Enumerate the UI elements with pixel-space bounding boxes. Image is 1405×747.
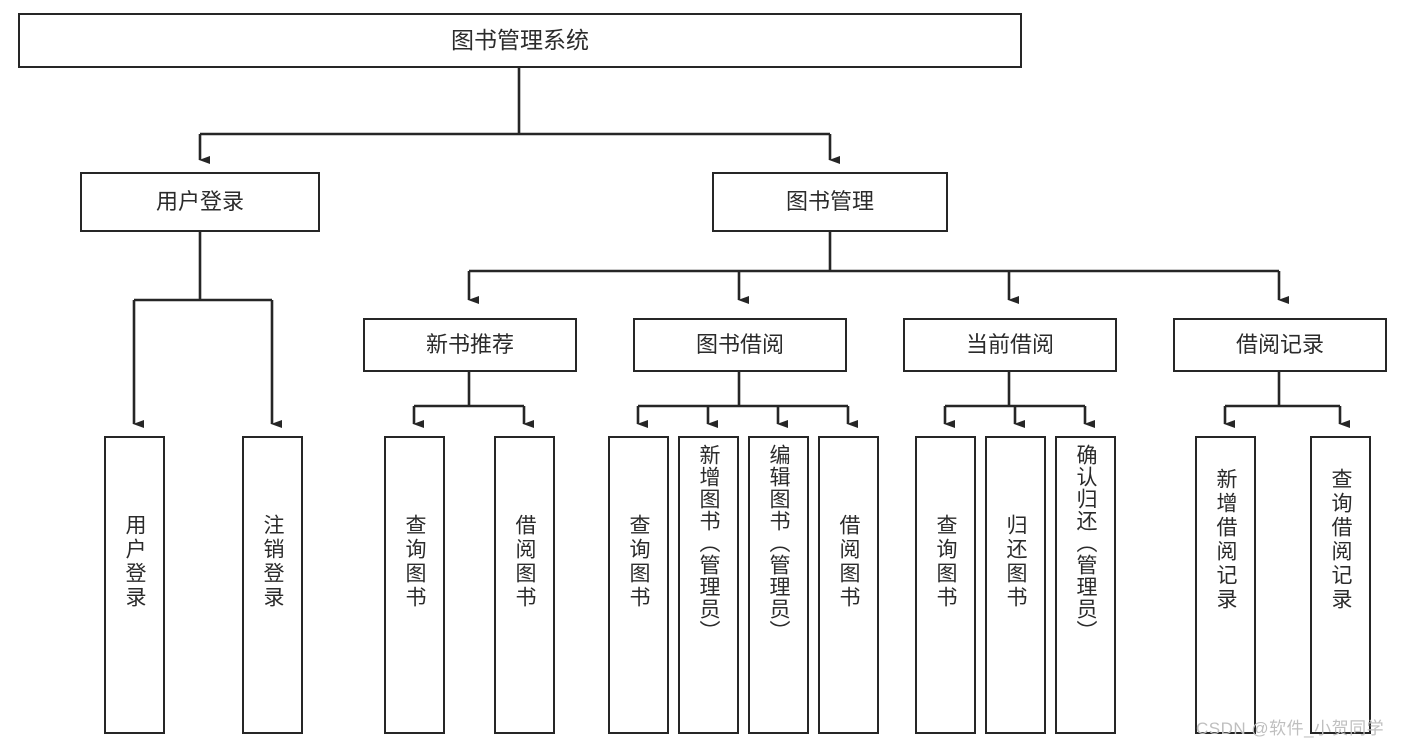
leaf-label: 借阅图书 [837,514,860,610]
node-label: 新书推荐 [425,331,514,357]
node-book-management[interactable]: 图书管理 [712,172,948,232]
node-borrow-record[interactable]: 借阅记录 [1173,318,1387,372]
leaf-add-book-admin[interactable]: 新增图书（管理员） [678,436,739,734]
node-label: 借阅记录 [1235,331,1324,357]
leaf-borrow-book-recommend[interactable]: 借阅图书 [494,436,555,734]
node-label: 图书管理系统 [451,26,589,53]
node-user-login[interactable]: 用户登录 [80,172,320,232]
leaf-return-book[interactable]: 归还图书 [985,436,1046,734]
leaf-borrow-book[interactable]: 借阅图书 [818,436,879,734]
node-book-management-system[interactable]: 图书管理系统 [18,13,1022,68]
leaf-label: 新增借阅记录 [1214,468,1237,612]
leaf-label: 借阅图书 [513,514,536,610]
leaf-label: 编辑图书（管理员） [767,444,790,642]
leaf-label: 注销登录 [261,514,284,610]
leaf-label: 查询借阅记录 [1329,468,1352,612]
leaf-label: 用户登录 [123,514,146,610]
node-label: 当前借阅 [965,331,1054,357]
leaf-add-borrow-record[interactable]: 新增借阅记录 [1195,436,1256,734]
node-label: 用户登录 [155,188,244,214]
leaf-label: 归还图书 [1004,514,1027,610]
leaf-label: 确认归还（管理员） [1074,444,1097,642]
node-label: 图书管理 [785,188,874,214]
leaf-label: 查询图书 [403,514,426,610]
leaf-label: 查询图书 [934,514,957,610]
leaf-query-book-borrow[interactable]: 查询图书 [608,436,669,734]
node-new-book-recommend[interactable]: 新书推荐 [363,318,577,372]
leaf-edit-book-admin[interactable]: 编辑图书（管理员） [748,436,809,734]
leaf-query-borrow-record[interactable]: 查询借阅记录 [1310,436,1371,734]
node-label: 图书借阅 [695,331,784,357]
leaf-user-login[interactable]: 用户登录 [104,436,165,734]
leaf-query-book-recommend[interactable]: 查询图书 [384,436,445,734]
watermark-text: CSDN @软件_小贺同学 [1196,719,1385,738]
node-book-borrow[interactable]: 图书借阅 [633,318,847,372]
leaf-label: 查询图书 [627,514,650,610]
leaf-confirm-return-admin[interactable]: 确认归还（管理员） [1055,436,1116,734]
leaf-label: 新增图书（管理员） [697,444,720,642]
leaf-logout[interactable]: 注销登录 [242,436,303,734]
leaf-query-book-current[interactable]: 查询图书 [915,436,976,734]
node-current-borrow[interactable]: 当前借阅 [903,318,1117,372]
